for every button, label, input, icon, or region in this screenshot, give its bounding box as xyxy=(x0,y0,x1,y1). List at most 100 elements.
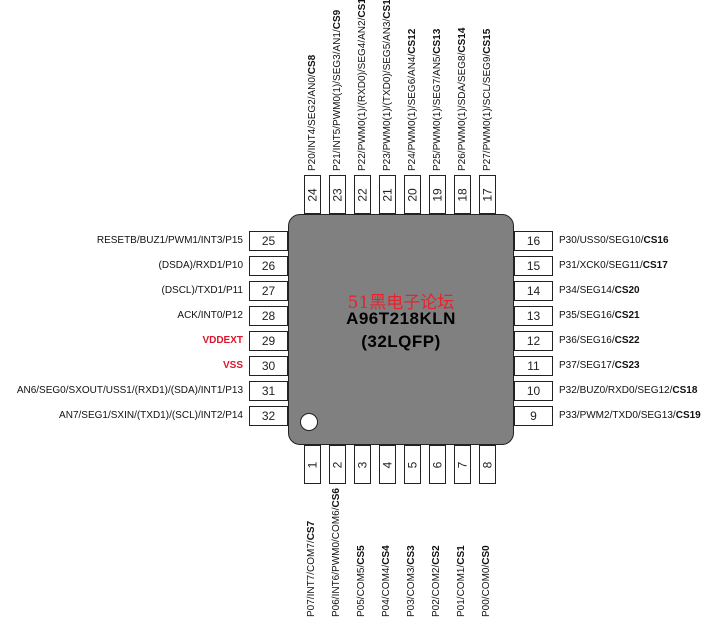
pin-31-function: AN6/SEG0/SXOUT/USS1/(RXD1)/(SDA)/INT1/P1… xyxy=(16,385,243,396)
pin-9: 9 xyxy=(514,406,553,426)
pin-13-label: P35/SEG16/CS21 xyxy=(559,310,640,322)
pin-6: 6 xyxy=(429,445,446,484)
pin-25: 25 xyxy=(249,231,288,251)
pin-18-number: 18 xyxy=(455,187,470,202)
pin-12-label: P36/SEG16/CS22 xyxy=(559,335,640,347)
pin-15-touch-channel: CS17 xyxy=(642,260,668,271)
pin-7-touch-channel: CS1 xyxy=(456,545,467,565)
pin-27-function: (DSCL)/TXD1/P11 xyxy=(161,285,243,296)
pin-31: 31 xyxy=(249,381,288,401)
pin-19-function: P25/PWM0(1)/SEG7/AN5/ xyxy=(432,53,443,171)
pin-18-function: P26/PWM0(1)/SDA/SEG8/ xyxy=(457,52,468,171)
pin1-indicator-dot xyxy=(300,413,318,431)
pin-24: 24 xyxy=(304,175,321,214)
pin-4: 4 xyxy=(379,445,396,484)
pin-13-touch-channel: CS21 xyxy=(614,310,640,321)
pin-10-number: 10 xyxy=(526,384,541,398)
pin-6-label: P02/COM2/CS2 xyxy=(431,545,443,617)
pin-21-number: 21 xyxy=(380,187,395,202)
pin-20: 20 xyxy=(404,175,421,214)
pin-16-function: P30/USS0/SEG10/ xyxy=(559,235,644,246)
pin-29-label: VDDEXT xyxy=(202,335,243,347)
pin-17-touch-channel: CS15 xyxy=(482,28,493,54)
pin-19-number: 19 xyxy=(430,187,445,202)
pin-12-function: P36/SEG16/ xyxy=(559,335,615,346)
pin-10-label: P32/BUZ0/RXD0/SEG12/CS18 xyxy=(559,385,697,397)
pin-27-label: (DSCL)/TXD1/P11 xyxy=(161,285,243,297)
pin-15-number: 15 xyxy=(526,259,541,273)
pin-25-function: RESETB/BUZ1/PWM1/INT3/P15 xyxy=(96,235,243,246)
pin-15-function: P31/XCK0/SEG11/ xyxy=(559,260,643,271)
pin-8-number: 8 xyxy=(480,461,495,468)
pin-30-label: VSS xyxy=(223,360,243,372)
pin-31-number: 31 xyxy=(261,384,276,398)
pin-23-touch-channel: CS9 xyxy=(332,9,343,30)
pin-2: 2 xyxy=(329,445,346,484)
pin-18-label: P26/PWM0(1)/SDA/SEG8/CS14 xyxy=(457,28,469,171)
pin-21-function: P23/PWM0(1)/(TXD0)/SEG5/AN3/ xyxy=(382,18,393,171)
pin-21-touch-channel: CS11 xyxy=(382,0,393,19)
pin-27-number: 27 xyxy=(261,284,276,298)
pin-7: 7 xyxy=(454,445,471,484)
pin-3-label: P05/COM5/CS5 xyxy=(356,545,368,617)
pin-4-label: P04/COM4/CS4 xyxy=(381,545,393,617)
pin-14-label: P34/SEG14/CS20 xyxy=(559,285,640,297)
pin-20-label: P24/PWM0(1)/SEG6/AN4/CS12 xyxy=(407,29,419,171)
pin-26-number: 26 xyxy=(261,259,276,273)
pin-28: 28 xyxy=(249,306,288,326)
pin-17-number: 17 xyxy=(480,187,495,202)
pin-14-touch-channel: CS20 xyxy=(614,285,640,296)
pin-12: 12 xyxy=(514,331,553,351)
pin-2-number: 2 xyxy=(330,461,345,468)
pin-10-function: P32/BUZ0/RXD0/SEG12/ xyxy=(559,385,673,396)
pin-32-label: AN7/SEG1/SXIN/(TXD1)/(SCL)/INT2/P14 xyxy=(59,410,243,422)
pin-30: 30 xyxy=(249,356,288,376)
pin-22-label: P22/PWM0(1)/(RXD0)/SEG4/AN2/CS10 xyxy=(357,0,369,171)
pin-23-label: P21/INT5/PWM0(1)/SEG3/AN1/CS9 xyxy=(332,10,344,171)
pin-24-touch-channel: CS8 xyxy=(307,54,318,75)
chip-body: 51黑电子论坛 A96T218KLN (32LQFP) xyxy=(288,214,514,445)
pin-20-touch-channel: CS12 xyxy=(407,28,418,54)
pin-28-number: 28 xyxy=(261,309,276,323)
pin-29-number: 29 xyxy=(261,334,276,348)
pin-14: 14 xyxy=(514,281,553,301)
pin-23-number: 23 xyxy=(330,187,345,202)
pin-4-number: 4 xyxy=(380,461,395,468)
pin-2-touch-channel: CS6 xyxy=(331,488,342,508)
pin-11-touch-channel: CS23 xyxy=(614,360,640,371)
pin-1-number: 1 xyxy=(305,461,320,468)
pin-3-function: P05/COM5/ xyxy=(356,564,367,617)
pin-19-touch-channel: CS13 xyxy=(432,28,443,54)
pin-22-function: P22/PWM0(1)/(RXD0)/SEG4/AN2/ xyxy=(357,17,368,171)
pin-28-function: ACK/INT0/P12 xyxy=(177,310,243,321)
pin-11-number: 11 xyxy=(527,359,540,373)
pin-5-function: P03/COM3/ xyxy=(406,564,417,617)
pin-1-function: P07/INT7/COM7/ xyxy=(306,540,317,617)
pin-32-number: 32 xyxy=(261,409,276,423)
pin-15: 15 xyxy=(514,256,553,276)
pin-25-number: 25 xyxy=(261,234,276,248)
chip-package: (32LQFP) xyxy=(361,332,441,351)
pin-11: 11 xyxy=(514,356,553,376)
pin-5-touch-channel: CS3 xyxy=(406,545,417,565)
pin-17-label: P27/PWM0(1)/SCL/SEG9/CS15 xyxy=(482,29,494,171)
pin-4-touch-channel: CS4 xyxy=(381,545,392,565)
pin-30-function: VSS xyxy=(222,360,243,371)
pin-16-label: P30/USS0/SEG10/CS16 xyxy=(559,235,669,247)
pin-3-touch-channel: CS5 xyxy=(356,545,367,565)
pin-21-label: P23/PWM0(1)/(TXD0)/SEG5/AN3/CS11 xyxy=(382,0,394,171)
pin-3-number: 3 xyxy=(355,461,370,468)
pin-27: 27 xyxy=(249,281,288,301)
pin-11-function: P37/SEG17/ xyxy=(559,360,615,371)
pin-8: 8 xyxy=(479,445,496,484)
pin-9-number: 9 xyxy=(530,409,537,423)
pin-17: 17 xyxy=(479,175,496,214)
pin-10: 10 xyxy=(514,381,553,401)
pin-14-number: 14 xyxy=(526,284,541,298)
pin-6-function: P02/COM2/ xyxy=(431,564,442,617)
pin-3: 3 xyxy=(354,445,371,484)
pin-14-function: P34/SEG14/ xyxy=(559,285,615,296)
pin-16: 16 xyxy=(514,231,553,251)
pin-29: 29 xyxy=(249,331,288,351)
pin-6-number: 6 xyxy=(430,461,445,468)
